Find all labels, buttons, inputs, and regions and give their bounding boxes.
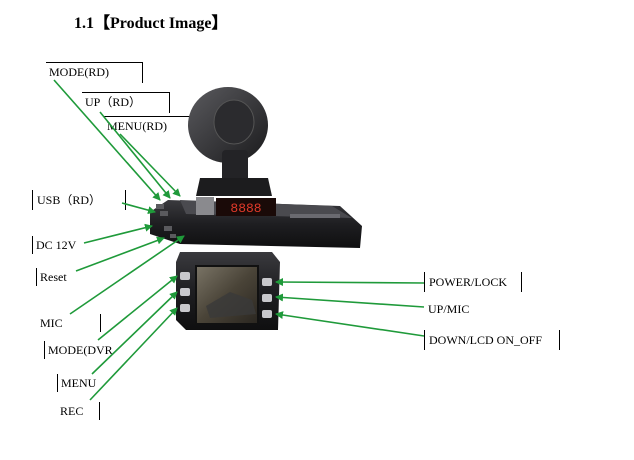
arrow-mode-rd [53,79,161,201]
port-usb [160,211,168,216]
arrow-power-lock [275,278,425,287]
brand-strip [290,214,340,218]
label-down-lcd: DOWN/LCD ON_OFF [424,330,560,350]
mount-arm [222,150,248,186]
label-up-rd: UP（RD） [82,92,170,113]
label-usb-rd: USB（RD） [32,190,126,210]
arrow-up-rd [99,111,171,199]
label-mode-rd: MODE(RD) [46,62,143,83]
arrow-mic [69,235,185,315]
display-panel [216,198,276,216]
page-title: 1.1【Product Image】 [74,15,228,32]
arrow-reset [75,236,165,272]
screen-car [206,292,256,318]
arrow-usb-rd [121,202,156,215]
radar-body: 8888 [150,197,362,248]
label-reset: Reset [36,268,73,286]
power-lock-button[interactable] [262,278,272,286]
label-mic: MIC [37,314,101,332]
rec-button[interactable] [180,304,190,312]
down-lcd-button[interactable] [262,310,272,318]
port-mode-rd [156,204,164,209]
label-up-mic: UP/MIC [428,302,470,316]
dvr-body [176,252,280,330]
display-digits: 8888 [230,201,261,216]
callout-arrows [53,79,425,401]
arrow-menu-rd [119,133,181,197]
port-reset [170,234,176,238]
arrow-rec [89,307,178,401]
label-power-lock: POWER/LOCK [424,272,522,292]
arrow-menu [91,291,178,375]
arrow-up-mic [275,293,425,308]
label-dc12v: DC 12V [32,236,82,254]
mount-base [196,178,272,196]
menu-button[interactable] [180,288,190,296]
suction-cup-knob [213,99,255,145]
red-led-display: 8888 [216,198,276,216]
suction-cup [188,87,272,196]
arrow-dc12v [83,223,153,244]
side-bracket [196,197,214,215]
arrow-mode-dvr [97,275,178,341]
up-mic-button[interactable] [262,294,272,302]
mode-dvr-button[interactable] [180,272,190,280]
port-dc [164,226,172,231]
label-rec: REC [57,402,100,420]
arrow-down-lcd [275,311,425,337]
label-mode-dvr: MODE(DVR [44,341,119,359]
label-menu: MENU [57,374,102,392]
